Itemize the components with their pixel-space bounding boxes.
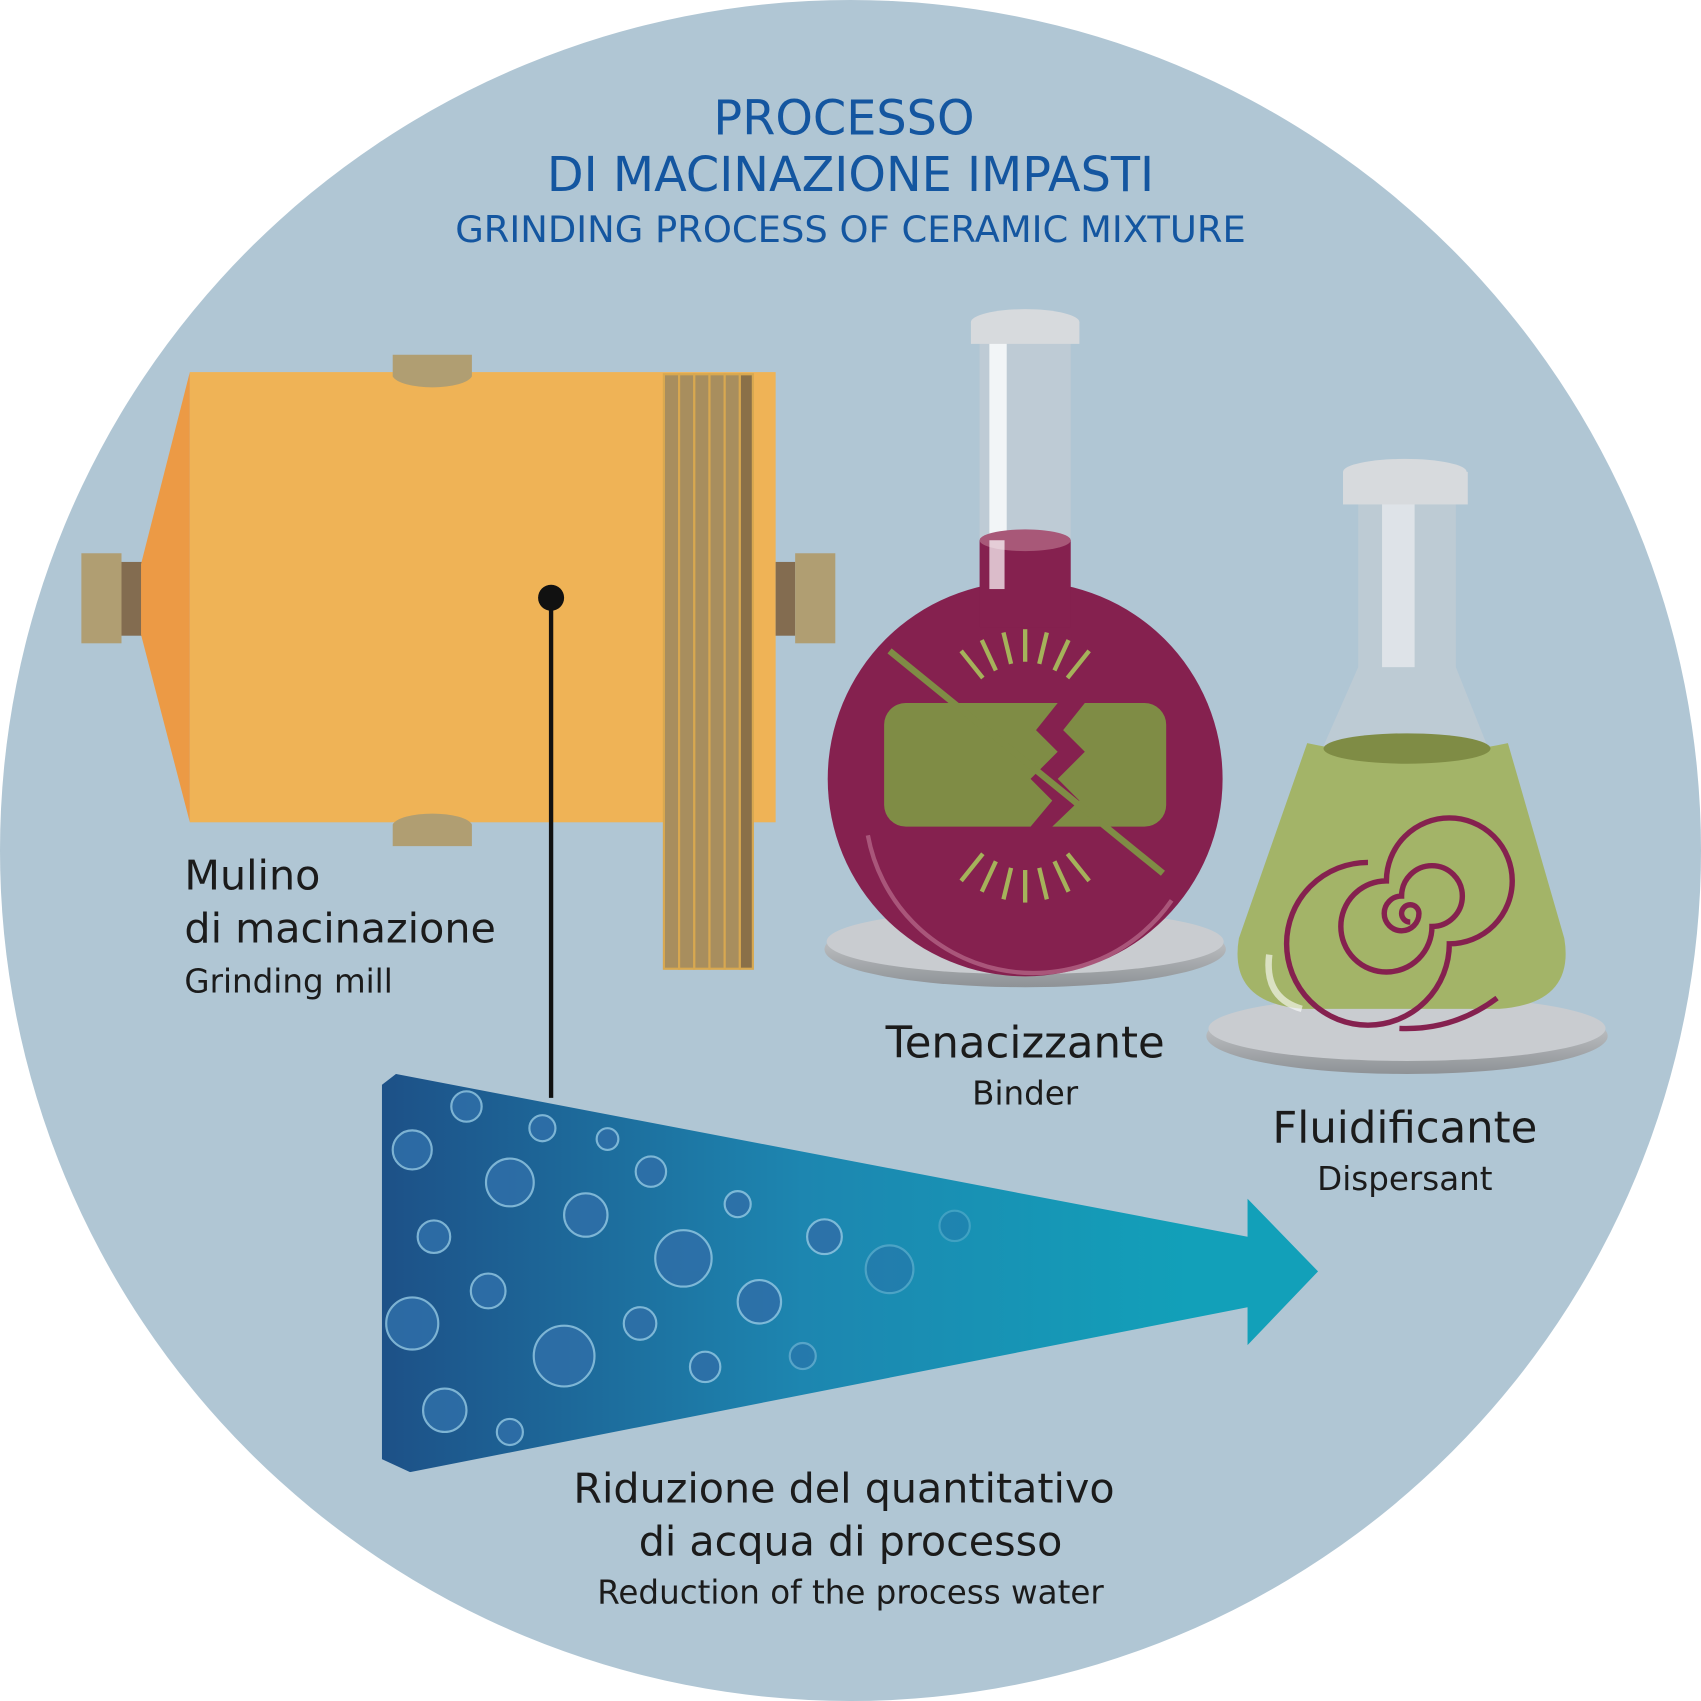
title: PROCESSO DI MACINAZIONE IMPASTI GRINDING… <box>455 92 1246 251</box>
water-label-en: Reduction of the process water <box>597 1573 1104 1611</box>
title-line-3: GRINDING PROCESS OF CERAMIC MIXTURE <box>455 208 1246 251</box>
title-line-2: DI MACINAZIONE IMPASTI <box>547 148 1154 203</box>
water-label-it-2: di acqua di processo <box>639 1518 1063 1566</box>
dispersant-label-en: Dispersant <box>1317 1160 1492 1198</box>
mill-label-it-1: Mulino <box>184 852 320 900</box>
spiral-icon <box>1283 815 1515 1032</box>
binder-label: Tenacizzante Binder <box>885 1019 1165 1113</box>
dispersant-flask-illustration <box>1206 458 1608 1074</box>
dispersant-label-it: Fluidificante <box>1272 1103 1537 1153</box>
binder-flask-illustration <box>824 309 1226 988</box>
binder-label-en: Binder <box>972 1074 1079 1112</box>
dispersant-label: Fluidificante Dispersant <box>1272 1103 1537 1198</box>
grinding-mill-illustration <box>81 354 836 970</box>
mill-pointer <box>538 584 565 1098</box>
mill-rings <box>662 373 754 970</box>
mill-label: Mulino di macinazione Grinding mill <box>184 852 495 1001</box>
broken-bond-icon <box>884 629 1167 903</box>
title-line-1: PROCESSO <box>713 92 974 147</box>
water-droplets <box>385 1090 971 1447</box>
water-label-it-1: Riduzione del quantitativo <box>573 1464 1114 1512</box>
water-label: Riduzione del quantitativo di acqua di p… <box>573 1464 1114 1611</box>
mill-label-it-2: di macinazione <box>184 905 495 953</box>
binder-label-it: Tenacizzante <box>885 1019 1165 1069</box>
mill-label-en: Grinding mill <box>184 963 392 1001</box>
